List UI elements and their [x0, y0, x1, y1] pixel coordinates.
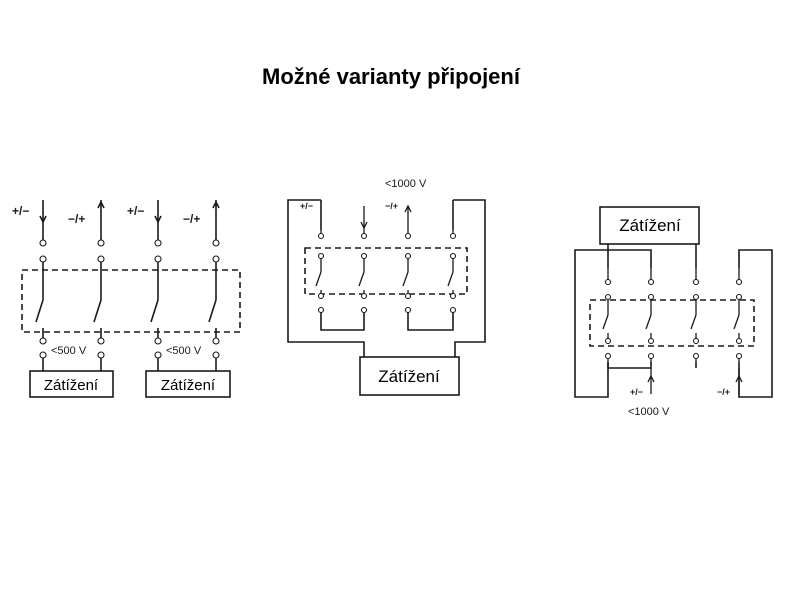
- switch-pole: [733, 268, 743, 362]
- load-box: [359, 356, 460, 396]
- polarity-label: +/−: [127, 204, 144, 218]
- voltage-label: <500 V: [51, 345, 87, 357]
- wire: [453, 199, 486, 358]
- switch-pole: [358, 206, 368, 314]
- load-box: [29, 370, 114, 398]
- wire: [287, 199, 365, 358]
- switch-housing-right: [589, 299, 755, 347]
- polarity-label: +/−: [300, 201, 313, 211]
- polarity-label: −/+: [183, 212, 200, 226]
- arrow-icon: [735, 374, 743, 383]
- switch-pole: [447, 230, 457, 314]
- load-box: [599, 206, 700, 245]
- switch-pole: [150, 200, 162, 372]
- switch-housing-middle: [304, 247, 468, 295]
- switch-pole: [35, 200, 47, 372]
- switch-pole: [645, 268, 655, 362]
- voltage-label: <500 V: [166, 345, 202, 357]
- polarity-label: −/+: [717, 387, 730, 397]
- page-title: Možné varianty připojení: [262, 64, 520, 89]
- wire: [320, 312, 365, 331]
- diagram-middle: <1000 V +/− −/+: [287, 178, 486, 396]
- load-box: [145, 370, 231, 398]
- load-label: Zátížení: [161, 377, 216, 394]
- arrow-icon: [647, 374, 655, 383]
- wire: [608, 249, 652, 268]
- polarity-label: −/+: [385, 201, 398, 211]
- load-label: Zátížení: [44, 377, 99, 394]
- voltage-label: <1000 V: [385, 178, 427, 190]
- switch-pole: [402, 204, 412, 314]
- wire: [607, 362, 652, 369]
- wire: [574, 244, 609, 398]
- switch-pole: [690, 268, 700, 362]
- diagram-right: Zátížení: [574, 206, 773, 418]
- wire: [407, 312, 454, 331]
- wire: [738, 249, 773, 398]
- switch-pole: [208, 200, 220, 372]
- polarity-label: +/−: [12, 204, 29, 218]
- voltage-label: <1000 V: [628, 406, 670, 418]
- polarity-label: −/+: [68, 212, 85, 226]
- diagram-left: +/− −/+ +/− −/+: [12, 200, 241, 398]
- load-label: Zátížení: [619, 216, 681, 235]
- polarity-label: +/−: [630, 387, 643, 397]
- switch-pole: [602, 268, 612, 362]
- switch-pole: [315, 230, 325, 314]
- switch-pole: [93, 200, 105, 372]
- switch-housing-left: [21, 269, 241, 333]
- load-label: Zátížení: [378, 367, 440, 386]
